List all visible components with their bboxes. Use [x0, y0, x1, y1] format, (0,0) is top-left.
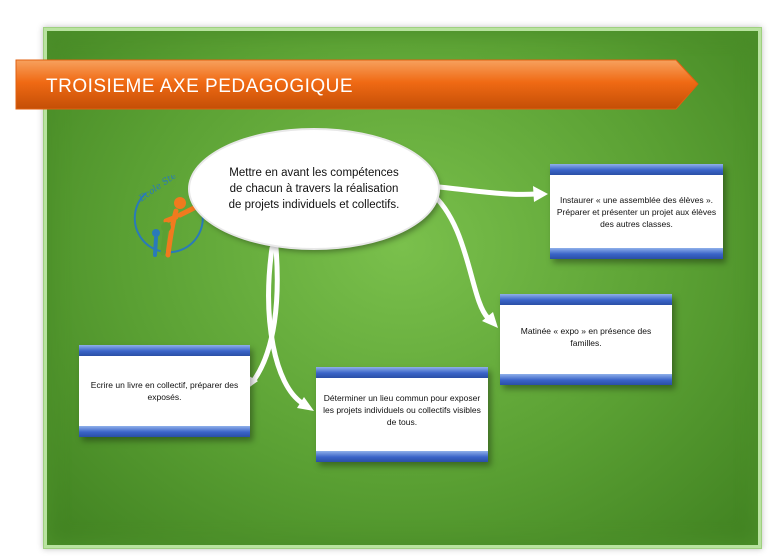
- diagram-panel: [43, 27, 762, 549]
- logo-figure-orange-body: [163, 204, 199, 258]
- box-top-bar: [550, 164, 723, 175]
- box-top-bar: [500, 294, 672, 305]
- box-bottom-bar: [550, 248, 723, 259]
- logo-figure-orange-head: [174, 197, 186, 209]
- central-objective-bubble: Mettre en avant les compétences de chacu…: [190, 130, 438, 248]
- logo-ring: [133, 192, 204, 254]
- box-assemblee: Instaurer « une assemblée des élèves ». …: [550, 164, 723, 259]
- arrowhead-assemblee: [533, 186, 548, 202]
- box-expo: Matinée « expo » en présence des famille…: [500, 294, 672, 385]
- arrow-to-expo: [427, 189, 491, 321]
- box-livre: Ecrire un livre en collectif, préparer d…: [79, 345, 250, 437]
- box-bottom-bar: [500, 374, 672, 385]
- arrowhead-lieu: [297, 397, 314, 411]
- box-top-bar: [79, 345, 250, 356]
- logo-figure-green-body: [160, 230, 168, 256]
- arrow-to-assemblee: [427, 183, 539, 197]
- logo-figure-blue-head: [152, 229, 160, 237]
- box-lieu-text: Déterminer un lieu commun pour exposer l…: [323, 393, 481, 427]
- logo-figure-blue-body: [153, 236, 158, 257]
- central-objective-text: Mettre en avant les compétences de chacu…: [228, 167, 400, 211]
- box-livre-text: Ecrire un livre en collectif, préparer d…: [90, 380, 239, 402]
- box-bottom-bar: [316, 451, 488, 462]
- arrow-to-lieu: [266, 245, 305, 406]
- arrowhead-expo: [482, 312, 498, 328]
- box-expo-text: Matinée « expo » en présence des famille…: [520, 326, 652, 348]
- box-lieu: Déterminer un lieu commun pour exposer l…: [316, 367, 488, 462]
- logo-figure-green-head: [161, 222, 171, 232]
- box-bottom-bar: [79, 426, 250, 437]
- page-title: TROISIEME AXE PEDAGOGIQUE: [46, 76, 354, 97]
- box-assemblee-text: Instaurer « une assemblée des élèves ». …: [556, 194, 717, 229]
- box-top-bar: [316, 367, 488, 378]
- arrow-to-livre: [251, 245, 280, 383]
